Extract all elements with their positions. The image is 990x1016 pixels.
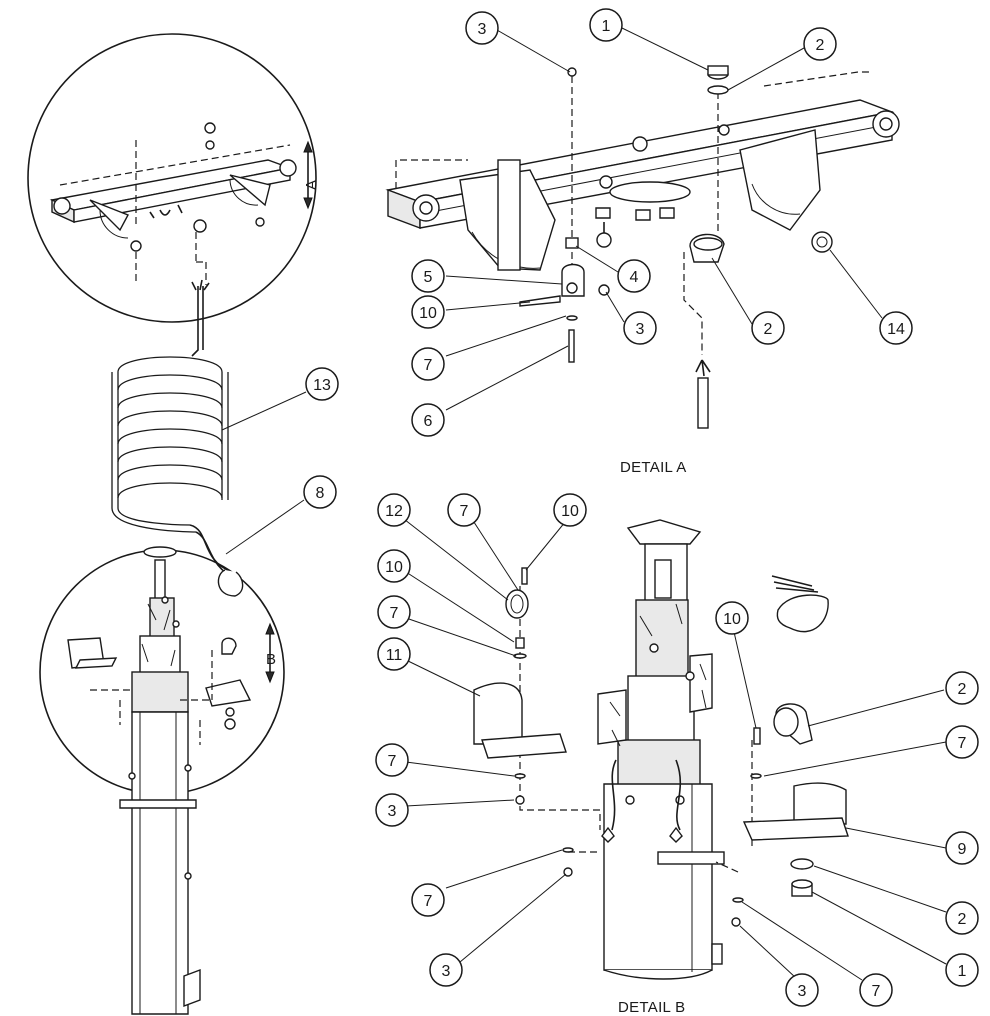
callout-bubble: 5: [411, 259, 445, 293]
svg-text:7: 7: [460, 503, 469, 520]
overview-assembly: A: [27, 33, 320, 1015]
callout-bubble: 11: [377, 637, 411, 671]
svg-text:7: 7: [958, 735, 967, 752]
callout-bubble: 2: [945, 671, 979, 705]
callout-bubble: 7: [859, 973, 893, 1007]
svg-text:3: 3: [798, 983, 807, 1000]
svg-text:10: 10: [385, 559, 403, 576]
callout-bubble: 7: [377, 595, 411, 629]
svg-text:8: 8: [316, 485, 325, 502]
callout-bubble: 6: [411, 403, 445, 437]
svg-text:10: 10: [419, 305, 437, 322]
view-marker-b: B: [266, 651, 276, 668]
callout-bubble: 8: [303, 475, 337, 509]
callout-bubble: 7: [447, 493, 481, 527]
svg-text:10: 10: [561, 503, 579, 520]
callout-bubble: 10: [411, 295, 445, 329]
callout-bubble: 7: [411, 347, 445, 381]
svg-text:7: 7: [388, 753, 397, 770]
callout-bubble: 14: [879, 311, 913, 345]
callouts: 3 1 2 4 5 10 3 2 14 7 6 13 8 12 7 10 10 …: [303, 8, 979, 1007]
callout-bubble: 1: [945, 953, 979, 987]
svg-text:5: 5: [424, 269, 433, 286]
callout-bubble: 7: [375, 743, 409, 777]
callout-bubble: 12: [377, 493, 411, 527]
svg-text:14: 14: [887, 321, 905, 338]
callout-bubble: 2: [803, 27, 837, 61]
callout-bubble: 13: [305, 367, 339, 401]
lower-mast: [119, 711, 201, 1015]
caption-detail-b: DETAIL B: [618, 999, 685, 1016]
svg-text:7: 7: [424, 357, 433, 374]
callout-bubble: 3: [623, 311, 657, 345]
callout-bubble: 10: [715, 601, 749, 635]
callout-bubble: 2: [945, 901, 979, 935]
callout-bubble: 2: [751, 311, 785, 345]
svg-text:7: 7: [872, 983, 881, 1000]
callout-bubble: 10: [377, 549, 411, 583]
callout-bubble: 7: [411, 883, 445, 917]
svg-text:2: 2: [764, 321, 773, 338]
callout-bubble: 9: [945, 831, 979, 865]
svg-text:6: 6: [424, 413, 433, 430]
svg-text:11: 11: [386, 647, 403, 664]
svg-text:3: 3: [636, 321, 645, 338]
svg-text:4: 4: [630, 269, 639, 286]
svg-text:2: 2: [958, 681, 967, 698]
callout-bubble: 10: [553, 493, 587, 527]
svg-text:3: 3: [388, 803, 397, 820]
svg-text:7: 7: [424, 893, 433, 910]
svg-text:12: 12: [385, 503, 403, 520]
callout-bubble: 3: [375, 793, 409, 827]
detail-a-assembly: [385, 65, 900, 429]
view-marker-a: A: [303, 180, 320, 190]
mini-mast-b: [67, 546, 252, 745]
svg-text:13: 13: [313, 377, 331, 394]
svg-text:9: 9: [958, 841, 967, 858]
callout-bubble: 3: [465, 11, 499, 45]
coil-cord: [111, 356, 239, 581]
svg-text:2: 2: [958, 911, 967, 928]
svg-text:1: 1: [958, 963, 967, 980]
svg-text:3: 3: [478, 21, 487, 38]
svg-text:1: 1: [602, 18, 611, 35]
callout-bubble: 4: [617, 259, 651, 293]
svg-text:10: 10: [723, 611, 741, 628]
svg-text:3: 3: [442, 963, 451, 980]
leader-lines: [221, 27, 947, 981]
svg-text:7: 7: [390, 605, 399, 622]
detail-circle-a: [27, 33, 317, 323]
callout-bubble: 3: [785, 973, 819, 1007]
caption-detail-a: DETAIL A: [620, 459, 687, 476]
svg-text:2: 2: [816, 37, 825, 54]
callout-bubble: 1: [589, 8, 623, 42]
callout-bubble: 3: [429, 953, 463, 987]
mini-crossbar: [49, 122, 297, 285]
detail-b-assembly: [473, 519, 849, 980]
callout-bubble: 7: [945, 725, 979, 759]
